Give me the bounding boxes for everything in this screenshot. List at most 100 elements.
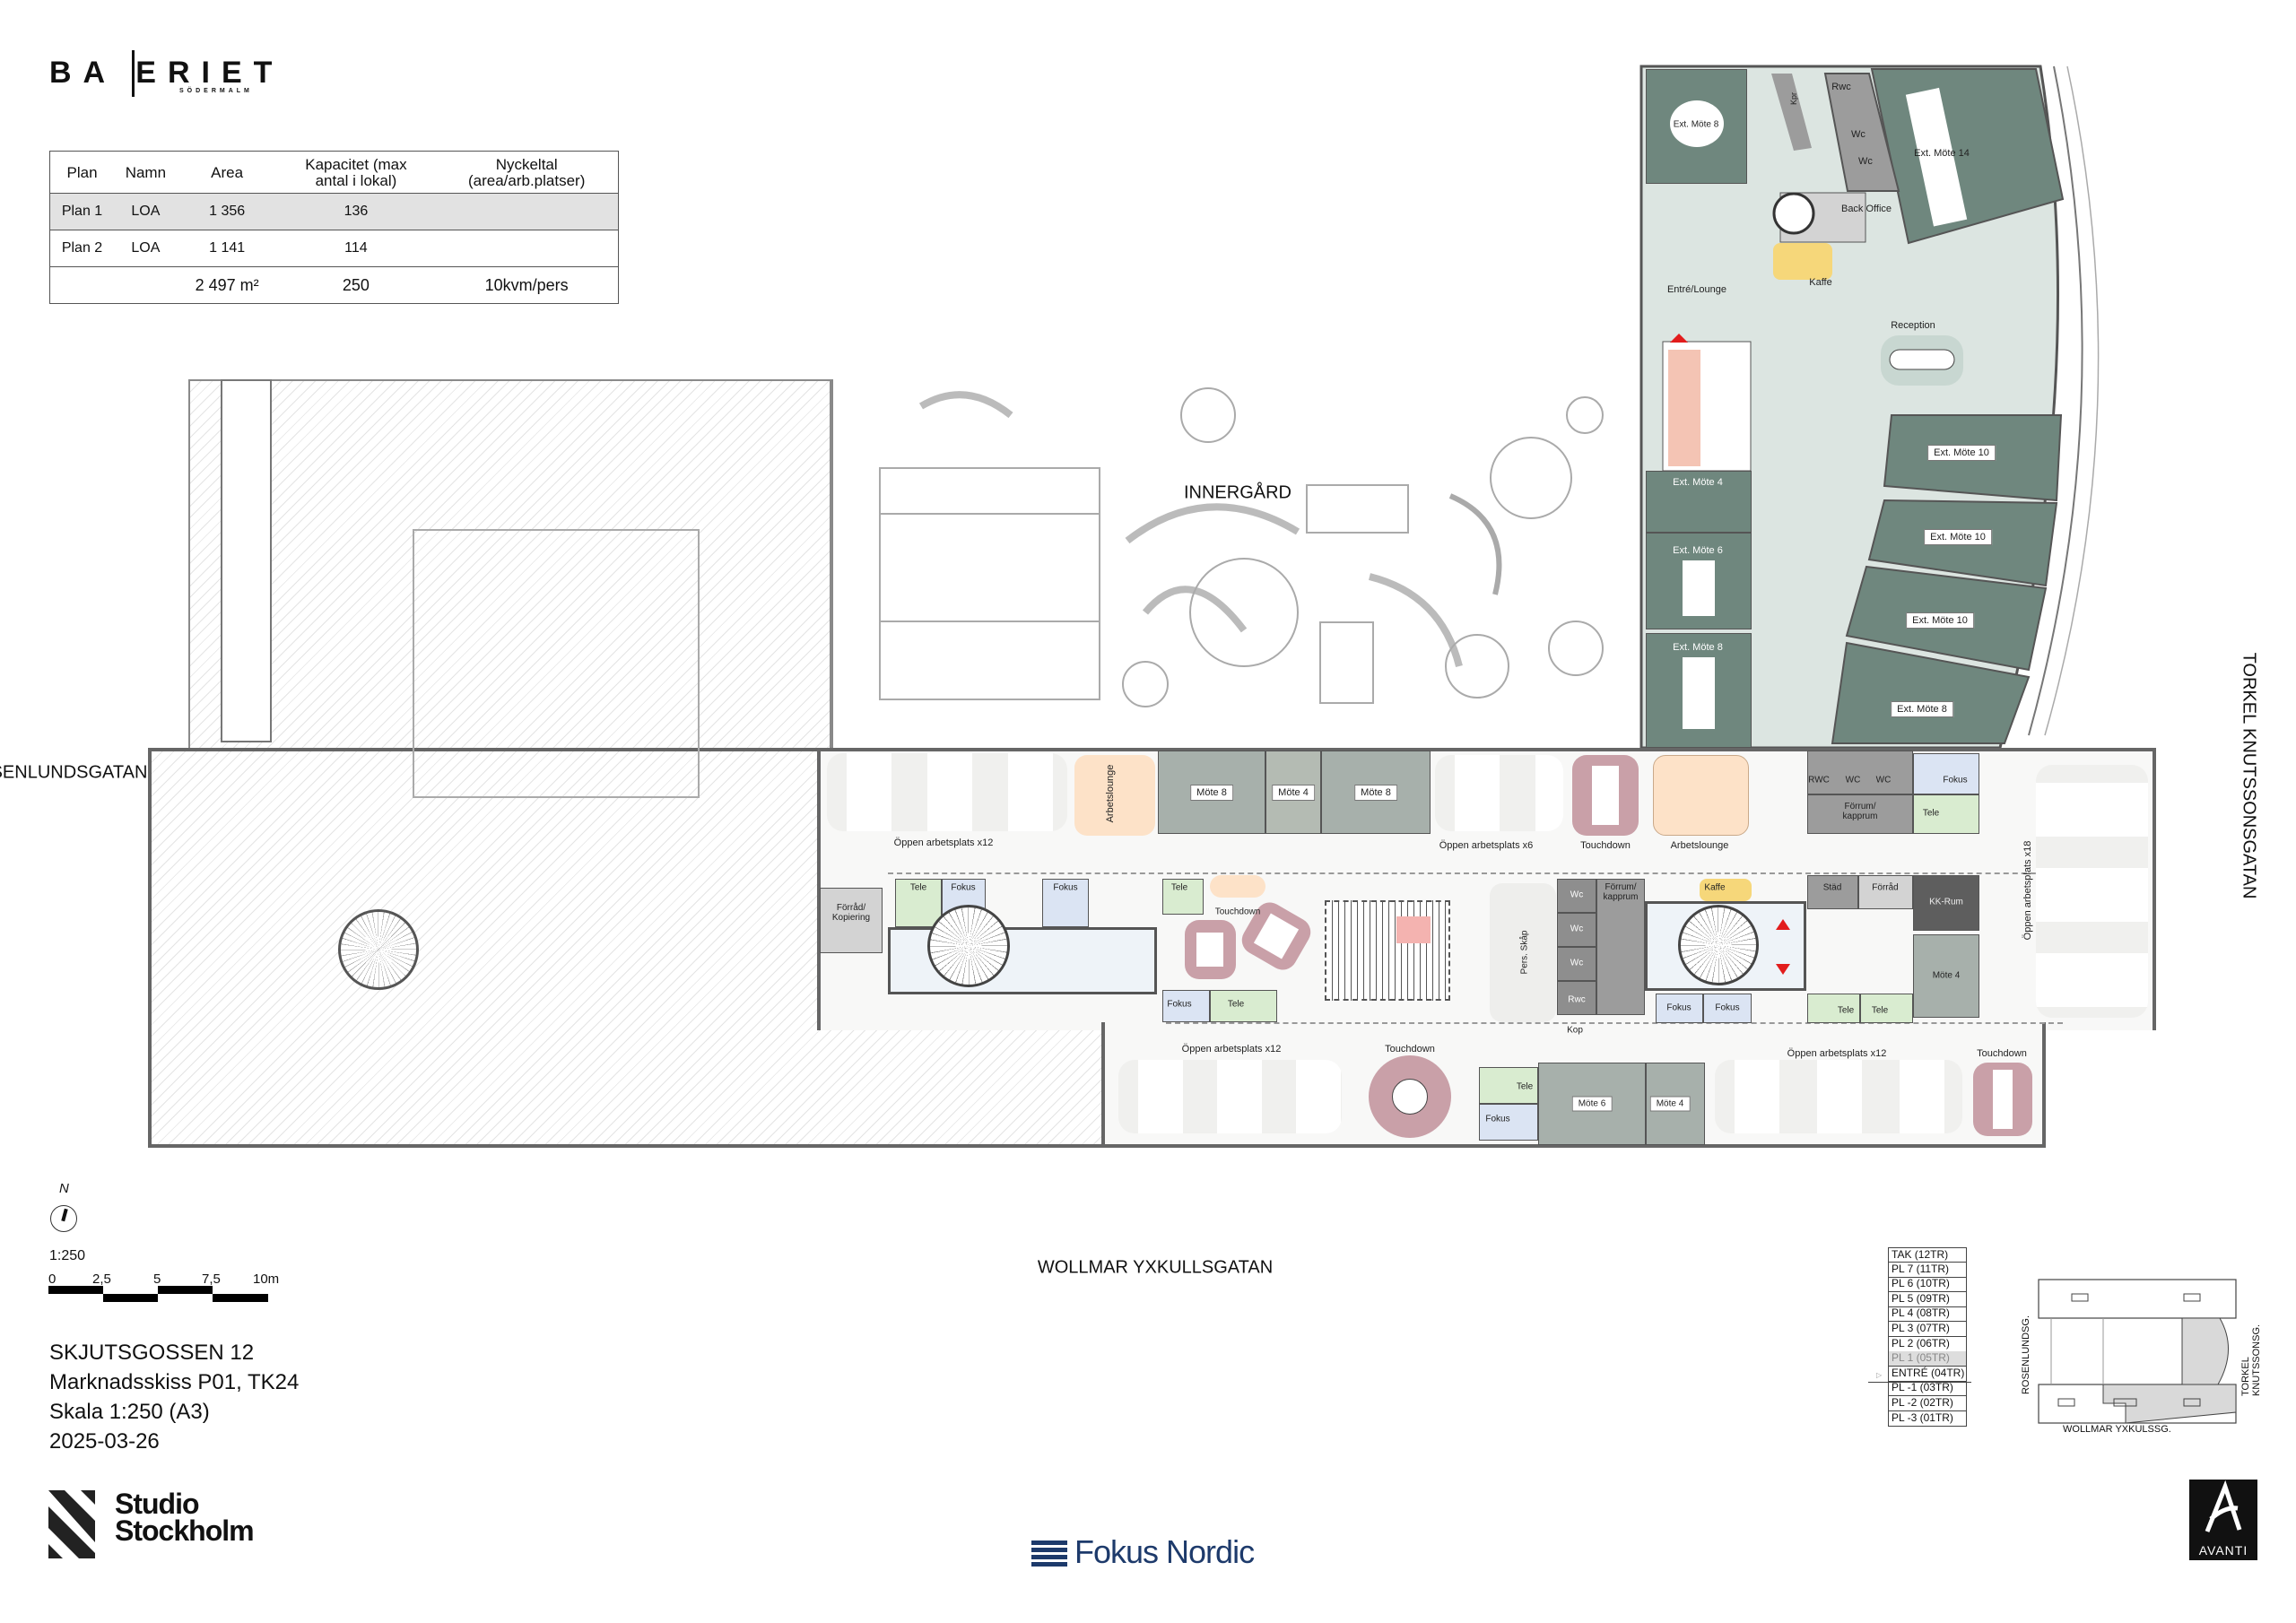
room-fokus [1479, 1104, 1538, 1141]
table-total-row: 2 497 m² 250 10kvm/pers [49, 266, 619, 304]
room-wc-block [1807, 751, 1913, 794]
street-west: ROSENLUNDSGATAN [0, 762, 148, 783]
open-workspace [1715, 1060, 1962, 1133]
label: Ext. Möte 10 [1924, 529, 1992, 545]
label: Tele [1516, 1081, 1534, 1092]
room-fokus [1162, 990, 1210, 1022]
label: Öppen arbetsplats x12 [1787, 1048, 1887, 1059]
scale-tick: 0 [48, 1271, 57, 1287]
floor-item: PL -1 (03TR) [1888, 1381, 1967, 1396]
room-fokus [1656, 994, 1703, 1023]
label: Öppen arbetsplats x12 [893, 838, 994, 848]
room-fokus [1703, 994, 1752, 1023]
label: Ext. Möte 8 [1891, 701, 1953, 717]
spiral-stair-icon [927, 905, 1010, 987]
avanti-logo-text: AVANTI [2198, 1543, 2248, 1558]
label: Arbetslounge [1105, 764, 1116, 823]
floor-item-entrance: ENTRÉ (04TR) [1888, 1367, 1967, 1382]
label: Förrum/ kapprum [1603, 882, 1639, 902]
room-tele [1210, 990, 1277, 1022]
label: Möte 4 [1272, 785, 1315, 801]
room-arbetslounge [1074, 755, 1155, 836]
room-tele [1913, 794, 1979, 834]
cell [435, 193, 619, 230]
open-workspace [2036, 765, 2148, 1018]
label: Back Office [1840, 204, 1892, 214]
label: WC [1845, 775, 1861, 785]
cell: Plan 2 [49, 230, 115, 267]
drawing-scale: Skala 1:250 (A3) [49, 1400, 210, 1424]
touchdown-area [1973, 1063, 2032, 1136]
scale-bar [48, 1286, 268, 1302]
room-kaffe [1700, 879, 1752, 901]
label: Wc [1570, 924, 1584, 934]
label: Kpr [1789, 91, 1798, 106]
label: Entré/Lounge [1666, 284, 1727, 295]
label: Wc [1570, 958, 1584, 968]
scale-tick: 5 [153, 1271, 161, 1287]
open-workspace [827, 753, 1067, 831]
logo-mark [132, 50, 135, 97]
room-ext-mote-8 [1646, 69, 1747, 184]
cell: LOA [114, 193, 178, 230]
room-wc-block [1823, 73, 1900, 192]
scale-tick: 2,5 [92, 1271, 111, 1287]
label: Fokus [1053, 882, 1078, 893]
fokus-nordic-icon [1031, 1541, 1067, 1567]
label: Förrum/ kapprum [1842, 802, 1878, 821]
entrance-marker-icon: ▷ [1876, 1371, 1883, 1379]
total-ratio: 10kvm/pers [435, 266, 619, 304]
cell: 136 [276, 193, 436, 230]
avanti-logo-icon [2205, 1480, 2242, 1532]
label: Kop [1567, 1025, 1583, 1036]
studio-logo-line1: Studio [115, 1488, 200, 1520]
label: RWC [1808, 775, 1830, 785]
cell [114, 266, 178, 304]
courtyard-label: INNERGÅRD [1183, 482, 1292, 503]
drawing-title: Marknadsskiss P01, TK24 [49, 1370, 300, 1394]
room-forrad-kopiering [820, 888, 883, 953]
label: Ext. Möte 6 [1673, 545, 1723, 556]
label: Öppen arbetsplats x6 [1439, 840, 1534, 851]
cell [49, 266, 115, 304]
key-plan-east: TORKEL KNUTSSONSG. [2240, 1324, 2262, 1396]
label: Reception [1891, 320, 1935, 331]
studio-logo-line2: Stockholm [115, 1515, 255, 1547]
total-capacity: 250 [276, 266, 436, 304]
label: Fokus [1715, 1002, 1740, 1013]
drawing-date: 2025-03-26 [49, 1429, 160, 1454]
col-namn: Namn [114, 151, 178, 194]
label: Förråd [1872, 882, 1899, 893]
label: Arbetslounge [1670, 840, 1729, 851]
room-forrad [1858, 875, 1913, 909]
building-strip [221, 379, 272, 742]
label: Kaffe [1704, 882, 1726, 893]
floor-item: PL 7 (11TR) [1888, 1263, 1967, 1278]
street-east: TORKEL KNUTSSONSGATAN [2239, 652, 2259, 899]
label: KK-Rum [1929, 897, 1963, 907]
scale-label: 1:250 [49, 1248, 86, 1263]
spiral-stair-icon [1678, 905, 1759, 985]
floor-item: PL 2 (06TR) [1888, 1337, 1967, 1352]
room-tele [1162, 879, 1204, 915]
col-area: Area [177, 151, 277, 194]
batteriet-logo: BA ERIET [49, 56, 284, 90]
label: Wc [1570, 890, 1584, 900]
label: WC [1875, 775, 1892, 785]
cell: Plan 1 [49, 193, 115, 230]
elevator-up-icon [1776, 919, 1790, 930]
label: Ext. Möte 8 [1673, 119, 1719, 130]
corridor-line [1166, 1022, 2063, 1024]
room-ext-mote-6 [1646, 533, 1752, 629]
col-kapacitet-2: antal i lokal) [315, 172, 397, 189]
total-area: 2 497 m² [177, 266, 277, 304]
col-kapacitet-1: Kapacitet (max [305, 156, 407, 173]
floor-item: PL -3 (01TR) [1888, 1411, 1967, 1427]
floor-item: PL 6 (10TR) [1888, 1277, 1967, 1292]
col-nyckeltal-2: (area/arb.platser) [467, 172, 586, 189]
north-label: N [59, 1181, 69, 1196]
label: Ext. Möte 4 [1673, 477, 1723, 488]
